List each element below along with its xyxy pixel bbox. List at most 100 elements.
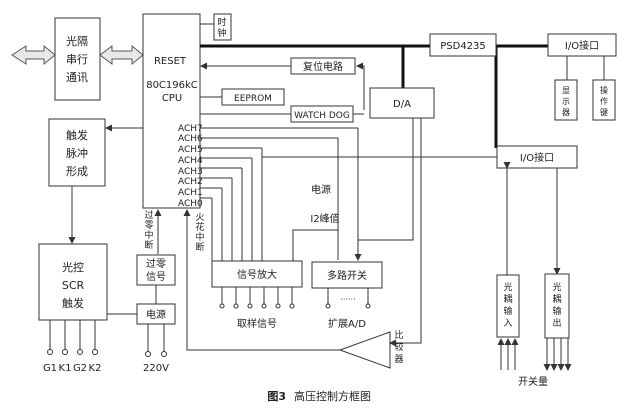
svg-text:中: 中 [195,231,204,243]
scr-label-2: SCR [62,279,85,292]
i2-peak-line [292,229,338,261]
cpu-cpu-label: CPU [162,93,182,104]
mux-dots: ······ [340,295,355,304]
ach7-label: ACH7 [178,124,203,134]
svg-text:器: 器 [394,354,403,365]
i2-peak-label: I2峰值 [310,212,339,225]
reset-from-watchdog [356,62,365,110]
opto-output-arrows [543,338,572,371]
figure-number: 图3 [267,390,286,403]
ach6-label: ACH6 [178,134,203,144]
svg-text:比: 比 [394,329,403,341]
power-source-label: 电源 [311,183,331,196]
svg-text:光: 光 [503,281,512,293]
scr-out-k1: K1 [59,363,72,374]
serial-comm-label-3: 通讯 [66,71,88,84]
cpu-ach-labels: ACH7 ACH6 ACH5 ACH4 ACH3 ACH2 ACH1 ACH0 [178,124,203,209]
comparator-label: 比 较 器 [394,329,403,365]
psd-box [429,33,497,57]
keypad-label-2: 作 [600,96,608,106]
ach3-label: ACH3 [178,167,203,177]
zero-cross-signal-box [136,254,176,286]
io-mid-label: I/O接口 [520,151,554,164]
figure-title: 高压控制方框图 [294,389,371,403]
scr-label-1: 光控 [62,260,84,274]
svg-text:耦: 耦 [503,294,512,305]
display-label-1: 显 [562,86,570,95]
amp-input-pins [219,287,295,309]
spark-interrupt-line [183,209,340,351]
svg-text:零: 零 [144,220,153,231]
ach-signal-lines [200,127,359,261]
reset-circuit-label: 复位电路 [303,60,343,73]
svg-text:火: 火 [195,212,204,223]
zero-cross-signal-label-1: 过零 [146,257,166,270]
cpu-reset-label: RESET [154,56,187,67]
switch-qty-label: 开关量 [518,375,548,388]
da-box [369,87,435,119]
serial-comm-box [54,17,101,101]
scr-out-k2: K2 [89,363,102,374]
opto-output-label: 光 耦 输 出 [552,281,561,329]
serial-comm-label-2: 串行 [66,53,88,66]
signal-amp-label: 信号放大 [237,268,277,281]
da-to-mux-arrow [354,118,414,261]
scr-label-3: 触发 [62,296,84,310]
serial-comm-label-1: 光隔 [66,34,88,48]
svg-text:光: 光 [552,281,561,293]
svg-text:输: 输 [552,305,561,317]
trigger-pulse-box [48,118,106,187]
cpu-model-label: 80C196kC [146,80,198,91]
opto-input-arrows [497,338,519,370]
watchdog-label: WATCH DOG [294,111,350,121]
cpu-box [142,13,201,209]
da-label: D/A [393,99,411,110]
io-top-box [547,33,617,57]
sampling-signal-label: 取样信号 [237,317,277,330]
svg-text:入: 入 [503,318,512,329]
da-to-comparator [389,118,422,347]
svg-text:花: 花 [195,221,204,233]
opto-input-box [496,274,520,338]
psd-label: PSD4235 [440,41,486,52]
right-double-arrow-icon [99,44,144,66]
power-box [136,303,176,325]
trigger-label-1: 触发 [66,128,88,142]
svg-text:中: 中 [144,229,153,241]
ach5-label: ACH5 [178,145,203,155]
clock-label-2: 钟 [217,27,226,39]
zero-cross-signal-label-2: 信号 [146,271,166,283]
display-label-2: 示 [562,97,570,106]
display-label-3: 器 [562,108,570,117]
display-box [554,79,578,121]
mux-box [311,261,383,289]
scr-out-g2: G2 [73,363,87,374]
trigger-label-3: 形成 [66,165,88,178]
ach0-label: ACH0 [178,199,203,209]
svg-text:输: 输 [503,305,512,317]
ach2-label: ACH2 [178,177,203,187]
svg-text:耦: 耦 [552,294,561,305]
expand-ad-label: 扩展A/D [328,317,366,330]
zero-cross-interrupt-label: 过 零 中 断 [144,209,153,251]
keypad-label-1: 操 [600,85,608,95]
keypad-label-3: 键 [600,107,608,117]
mux-label: 多路开关 [327,269,367,282]
svg-text:较: 较 [394,341,403,353]
mux-input-pins [325,288,371,309]
ach1-label: ACH1 [178,188,203,198]
svg-text:断: 断 [195,241,204,253]
trigger-label-2: 脉冲 [66,146,88,160]
spark-interrupt-label: 火 花 中 断 [195,212,204,253]
opto-output-box [544,273,570,339]
comparator-shape [338,331,391,369]
clock-box [213,13,232,41]
left-double-arrow-icon [11,44,56,66]
scr-output-pins [47,320,98,355]
signal-amp-box [211,260,303,288]
ach4-label: ACH4 [178,156,203,166]
svg-text:断: 断 [144,239,153,251]
power-terminal-left [145,351,151,357]
v220-label: 220V [143,363,169,374]
